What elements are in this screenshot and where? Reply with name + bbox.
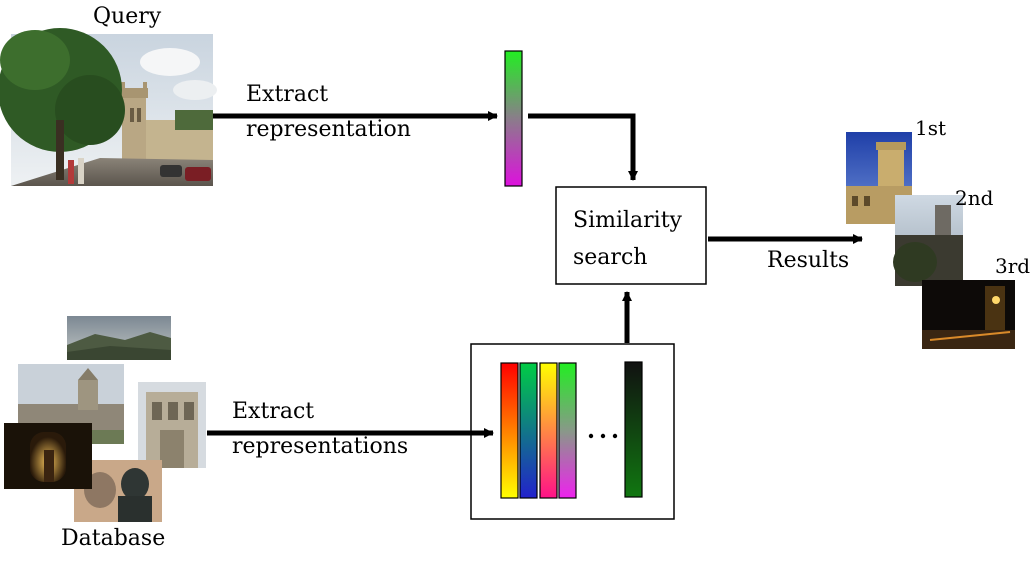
result-tower-dusk-photo <box>893 195 963 286</box>
extract-representations-line2: representations <box>232 434 409 459</box>
database-vector-2 <box>519 362 538 499</box>
rank-3rd-label: 3rd <box>995 254 1031 278</box>
database-vector-n <box>624 361 643 498</box>
similarity-search-line1: Similarity <box>573 208 682 233</box>
extract-representations-line1: Extract <box>232 399 315 424</box>
similarity-search-box <box>555 186 707 285</box>
rank-1st-label: 1st <box>915 116 947 140</box>
database-descriptors-box <box>470 343 675 520</box>
database-college-photo <box>18 364 124 444</box>
result-photos <box>846 132 1015 349</box>
database-tower-photo <box>138 382 206 468</box>
database-hills-photo <box>67 316 171 360</box>
query-label: Query <box>93 4 162 29</box>
arrow-query-to-search <box>528 113 638 181</box>
extract-representation-line1: Extract <box>246 82 329 107</box>
arrows <box>207 111 863 438</box>
similarity-search-line2: search <box>573 245 648 270</box>
query-photo <box>0 28 217 186</box>
database-label: Database <box>61 526 166 551</box>
ellipsis-dots <box>588 433 618 439</box>
rank-2nd-label: 2nd <box>955 186 994 210</box>
query-descriptor-vector <box>504 50 523 187</box>
database-vector-3 <box>539 362 558 499</box>
database-photos <box>4 316 206 522</box>
result-street-night-photo <box>922 280 1015 349</box>
database-archway-photo <box>4 423 92 489</box>
extract-representation-line2: representation <box>246 117 411 142</box>
results-label: Results <box>767 248 850 273</box>
database-vector-4 <box>558 362 577 499</box>
database-vector-1 <box>500 362 519 499</box>
